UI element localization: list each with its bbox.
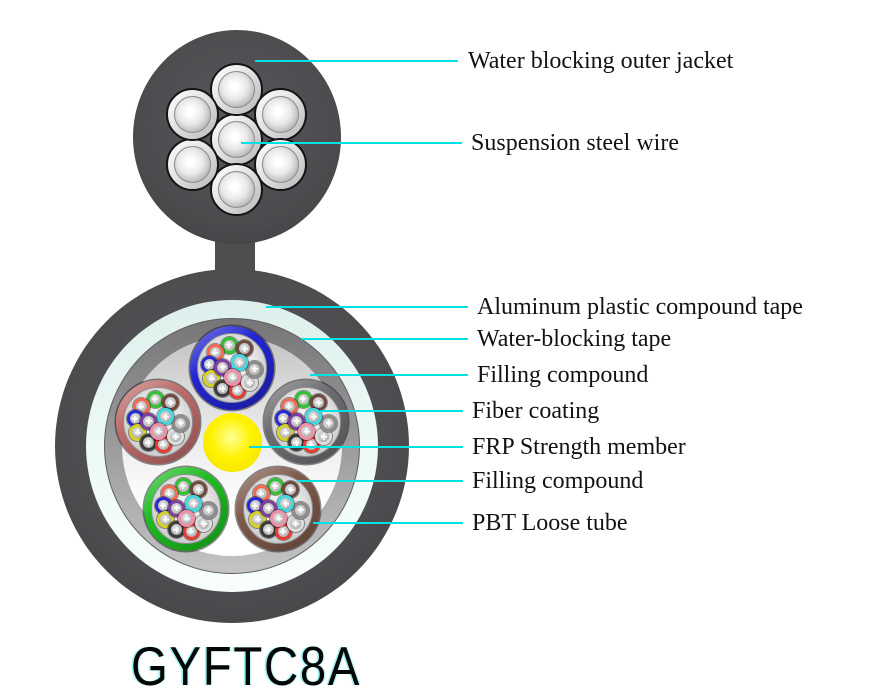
label-water-blocking-outer-jacket-0: Water blocking outer jacket (468, 48, 734, 74)
cable-model-title: GYFTC8A (131, 635, 362, 697)
label-pbt-loose-tube-8: PBT Loose tube (472, 510, 628, 536)
fiber-yellow (129, 423, 146, 441)
steel-wire-core (173, 145, 211, 183)
fiber-aqua (305, 408, 323, 426)
label-suspension-steel-wire-1: Suspension steel wire (471, 130, 679, 156)
fiber-rose (150, 422, 168, 440)
frp-strength-member (203, 413, 262, 472)
fiber-rose (298, 422, 316, 440)
fiber-aqua (185, 495, 203, 513)
fiber-yellow (203, 369, 220, 387)
suspension-steel-wire (165, 87, 219, 141)
fiber-slate (320, 414, 338, 432)
label-frp-strength-member-6: FRP Strength member (472, 434, 686, 460)
fiber-slate (246, 360, 264, 378)
fiber-violet (168, 499, 186, 517)
fiber-violet (288, 412, 306, 430)
pbt-loose-tube-red (116, 380, 200, 464)
fiber-rose (270, 509, 288, 527)
fiber-yellow (249, 510, 266, 528)
fiber-slate (200, 501, 218, 519)
fiber-violet (140, 412, 158, 430)
suspension-steel-wire (165, 137, 219, 191)
suspension-steel-wire (253, 137, 307, 191)
label-filling-compound-7: Filling compound (472, 468, 644, 494)
fiber-slate (172, 414, 190, 432)
fiber-yellow (277, 423, 294, 441)
fiber-violet (214, 358, 232, 376)
label-filling-compound-4: Filling compound (477, 362, 649, 388)
steel-wire-core (261, 95, 299, 133)
fiber-aqua (157, 408, 175, 426)
steel-wire-core (261, 145, 299, 183)
suspension-steel-wire (209, 162, 263, 216)
suspension-steel-wire (209, 62, 263, 116)
fiber-slate (292, 501, 310, 519)
fiber-violet (260, 499, 278, 517)
steel-wire-core (217, 170, 255, 208)
steel-wire-core (217, 120, 255, 158)
fiber-aqua (277, 495, 295, 513)
pbt-loose-tube-brown (236, 467, 320, 551)
pbt-loose-tube-gray (264, 380, 348, 464)
fiber-aqua (231, 354, 249, 372)
label-aluminum-plastic-compound-tape-2: Aluminum plastic compound tape (477, 294, 803, 320)
fiber-yellow (157, 510, 174, 528)
suspension-steel-wire (209, 112, 263, 166)
steel-wire-core (173, 95, 211, 133)
fiber-rose (178, 509, 196, 527)
pbt-loose-tube-blue (190, 326, 274, 410)
label-water-blocking-tape-3: Water-blocking tape (477, 326, 672, 352)
pbt-loose-tube-green (144, 467, 228, 551)
fiber-rose (224, 368, 242, 386)
suspension-steel-wire (253, 87, 307, 141)
label-fiber-coating-5: Fiber coating (472, 398, 600, 424)
steel-wire-core (217, 70, 255, 108)
